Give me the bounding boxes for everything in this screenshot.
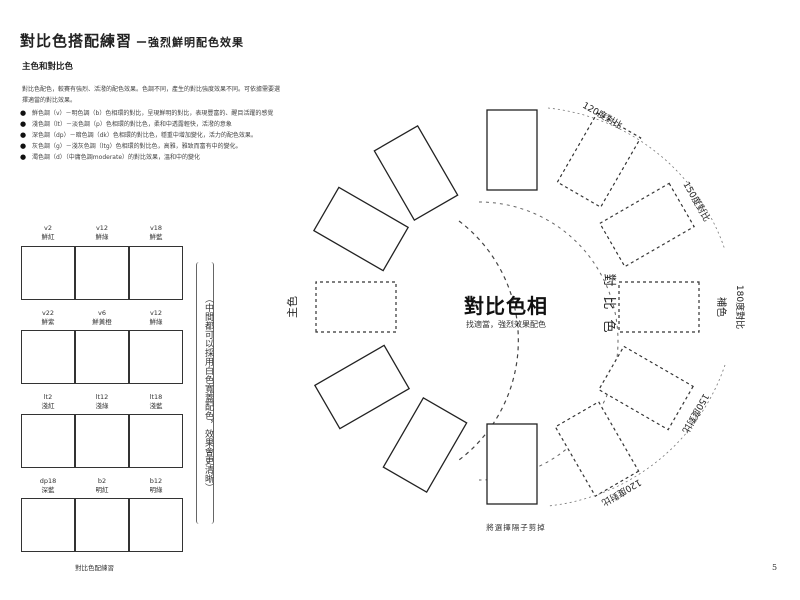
swatch-code: v2	[44, 224, 52, 232]
inner-arc	[458, 220, 519, 461]
swatch-name: 鮮黃橙	[92, 318, 112, 326]
swatch-code: lt18	[149, 393, 163, 401]
bullet-item: 濁色調（d）（中庸色調moderate）的對比效果，溫和中的變化	[20, 152, 288, 163]
label-contrast-color: 對比色	[601, 273, 617, 342]
swatch-code: v22	[41, 309, 55, 317]
color-swatch-cell[interactable]	[129, 330, 183, 384]
swatch-name: 鮮紅	[41, 233, 55, 241]
color-swatch-cell[interactable]	[21, 246, 75, 300]
vertical-note: （中間都可以採用白色寬蓋配色，效果會更清晰）	[196, 262, 214, 524]
solid-box[interactable]	[382, 396, 468, 494]
swatch-code: b12	[149, 477, 163, 485]
bottom-note: 將選擇隔子剪掉	[486, 523, 546, 532]
swatch-code: dp18	[39, 477, 57, 485]
center-subtitle: 找適當，強烈效果配色	[466, 320, 546, 329]
title-main: 對比色搭配練習	[20, 32, 133, 50]
contrast-box-150-top[interactable]	[599, 182, 695, 268]
swatch-name: 淺綠	[95, 402, 109, 410]
swatch-code: v12	[95, 224, 109, 232]
swatch-name: 鮮藍	[149, 233, 163, 241]
swatch-name: 明紅	[95, 486, 109, 494]
main-color-box[interactable]	[315, 281, 397, 333]
label-main-color: 主色	[285, 296, 299, 318]
complement-box-180[interactable]	[618, 281, 700, 333]
section-heading: 主色和對比色	[22, 62, 74, 72]
color-swatch-cell[interactable]	[75, 414, 129, 468]
solid-box[interactable]	[486, 109, 538, 191]
label-180: 180度對比	[734, 285, 746, 329]
swatch-code: v6	[98, 309, 106, 317]
solid-box[interactable]	[313, 344, 411, 430]
bullet-item: 灰色調（g）－淺灰色調（ltg）色相環的對比色，高雅，雅致而富有中的變化。	[20, 141, 288, 152]
page-number: 5	[772, 563, 778, 572]
swatch-code: v12	[149, 309, 163, 317]
swatch-name: 深藍	[41, 486, 55, 494]
swatch-name: 鮮綠	[95, 233, 109, 241]
color-swatch-cell[interactable]	[21, 498, 75, 552]
bullet-item: 鮮色調（v）－明色調（b）色相環的對比，呈現鮮明的對比，表現豐富的、醒目活躍的感…	[20, 108, 288, 119]
swatch-name: 鮮綠	[149, 318, 163, 326]
title-subtitle: ー強烈鮮明配色效果	[136, 36, 245, 49]
grid-caption: 對比色配練習	[75, 564, 114, 572]
swatch-name: 明綠	[149, 486, 163, 494]
swatch-name: 淺藍	[149, 402, 163, 410]
bullet-item: 深色調（dp）－暗色調（dk）色相環的對比色，穩重中增加變化，活力的配色效果。	[20, 130, 288, 141]
color-swatch-cell[interactable]	[75, 330, 129, 384]
center-title: 對比色相	[464, 294, 548, 318]
color-swatch-cell[interactable]	[75, 498, 129, 552]
swatch-name: 鮮紫	[41, 318, 55, 326]
swatch-name: 淺紅	[41, 402, 55, 410]
solid-box[interactable]	[486, 423, 538, 505]
color-swatch-cell[interactable]	[75, 246, 129, 300]
color-swatch-cell[interactable]	[21, 414, 75, 468]
contrast-box-150-bottom[interactable]	[598, 345, 694, 431]
outer-arc	[547, 107, 726, 251]
inner-arc	[478, 201, 619, 481]
page-title: 對比色搭配練習ー強烈鮮明配色效果	[20, 30, 244, 51]
color-swatch-cell[interactable]	[21, 330, 75, 384]
solid-box[interactable]	[312, 186, 410, 272]
contrast-box-120-bottom[interactable]	[554, 401, 640, 497]
swatch-code: lt12	[95, 393, 109, 401]
label-complement: 補色	[715, 297, 728, 317]
color-swatch-cell[interactable]	[129, 246, 183, 300]
swatch-code: v18	[149, 224, 163, 232]
swatch-code: lt2	[43, 393, 53, 401]
solid-box[interactable]	[373, 124, 459, 222]
color-swatch-cell[interactable]	[129, 498, 183, 552]
bullet-list: 鮮色調（v）－明色調（b）色相環的對比，呈現鮮明的對比，表現豐富的、醒目活躍的感…	[20, 108, 288, 163]
bullet-item: 淺色調（lt）－淡色調（p）色相環的對比色，柔和中透露輕快，活潑的意象	[20, 119, 288, 130]
contrast-box-120-top[interactable]	[556, 112, 642, 208]
swatch-code: b2	[97, 477, 107, 485]
outer-arc	[547, 364, 726, 507]
color-swatch-cell[interactable]	[129, 414, 183, 468]
intro-paragraph: 對比色配色，較賽有強烈、活潑的配色效果。色調不同，產生的對比強度效果不同。可依據…	[22, 86, 281, 104]
